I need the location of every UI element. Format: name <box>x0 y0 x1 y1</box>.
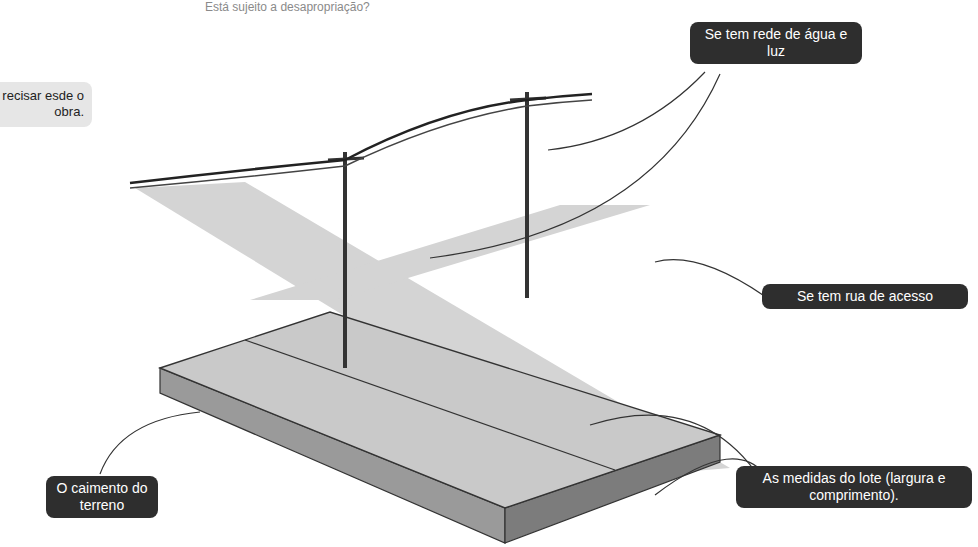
lot-top <box>160 312 720 508</box>
street <box>250 205 650 300</box>
callout-text: recisar esde o obra. <box>0 88 84 121</box>
lot-divider <box>245 340 615 470</box>
leader-line <box>590 415 760 478</box>
leader-line <box>655 260 770 300</box>
callout-box: As medidas do lote (largura e compriment… <box>736 466 972 508</box>
callout-text: Se tem rede de água e luz <box>700 26 852 60</box>
callout-text: Se tem rua de acesso <box>772 288 958 305</box>
callout-box: Se tem rede de água e luz <box>690 22 862 64</box>
callout-box: Se tem rua de acesso <box>762 284 968 309</box>
callout-text: O caimento do terreno <box>56 480 148 514</box>
power-wire <box>130 100 592 188</box>
note-box: recisar esde o obra. <box>0 82 92 127</box>
leader-line <box>100 412 200 474</box>
leader-line <box>548 72 705 150</box>
utility-pole <box>343 152 347 368</box>
utility-pole <box>525 92 529 298</box>
note-text: Está sujeito a desapropriação? <box>205 0 370 14</box>
callout-box: O caimento do terreno <box>46 476 158 518</box>
leader-line <box>430 74 720 258</box>
callout-text: As medidas do lote (largura e compriment… <box>746 470 962 504</box>
